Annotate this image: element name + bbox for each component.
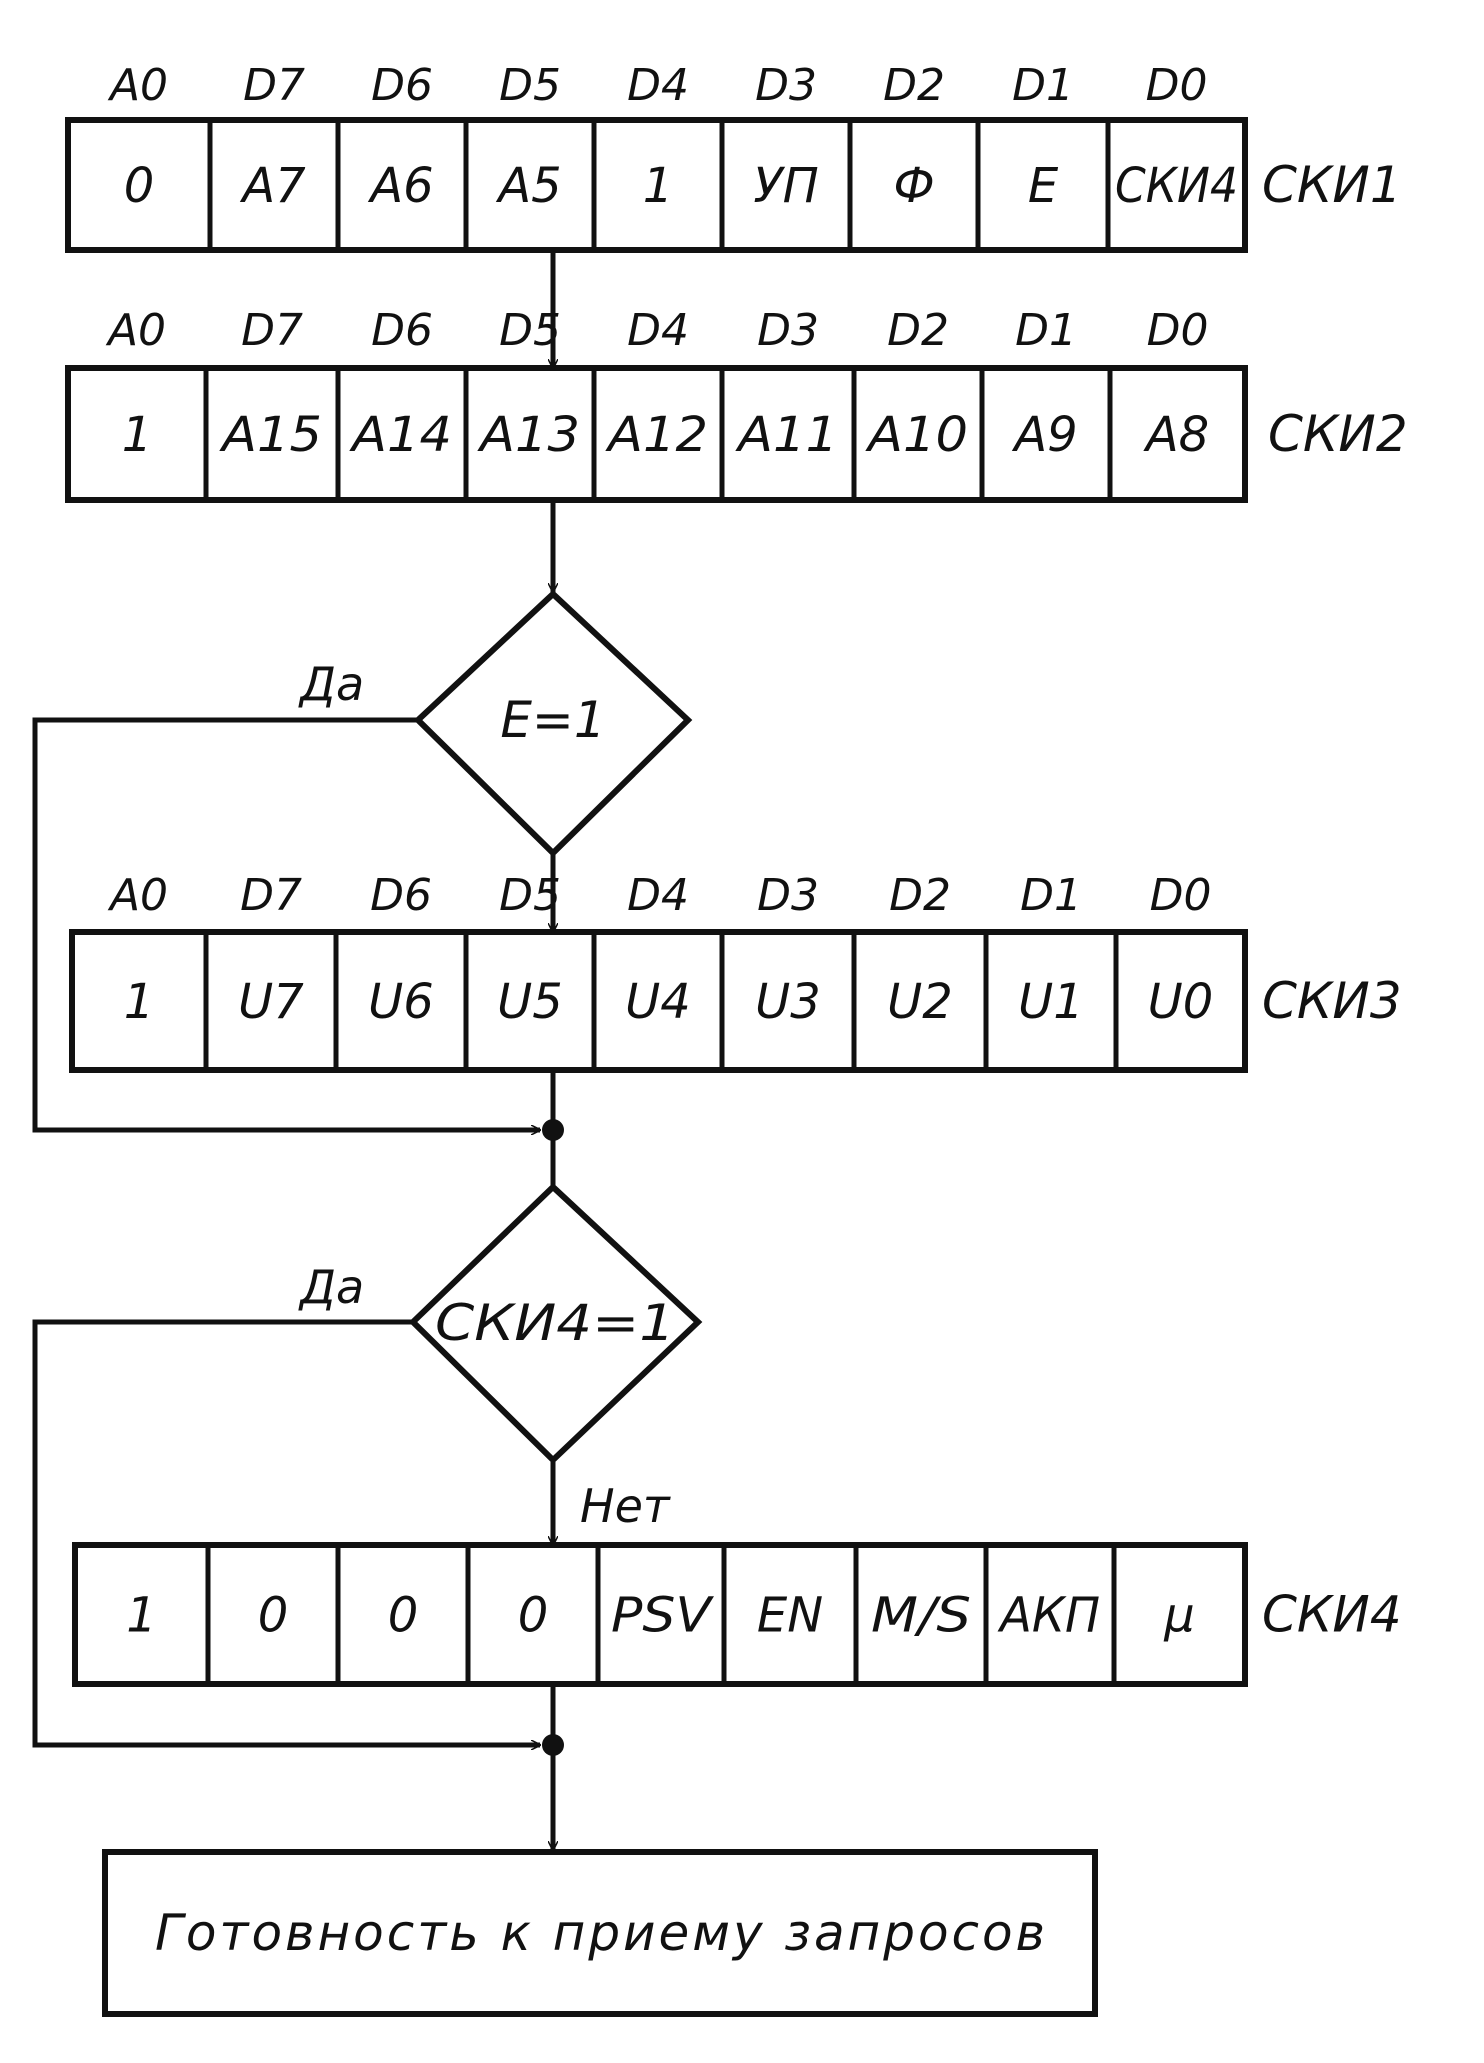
register-cell: U3 <box>755 974 821 1030</box>
register-name: СКИ4 <box>1262 1586 1402 1644</box>
register-cell: A13 <box>477 407 580 463</box>
register-cell: A6 <box>367 158 433 214</box>
register-cell: 1 <box>126 1588 157 1644</box>
final-box-frame <box>102 1849 1098 2017</box>
decision-1-condition: E=1 <box>500 691 605 749</box>
register-cell: Ф <box>893 158 934 214</box>
final-box-text: Готовность к приему запросов <box>155 1904 1045 1962</box>
register-cell: АКП <box>997 1588 1100 1644</box>
bit-header: D7 <box>243 60 305 111</box>
bit-header: D7 <box>241 305 303 356</box>
bit-header: D2 <box>887 305 949 356</box>
bit-header: A0 <box>107 60 168 111</box>
register-frame <box>69 929 1248 1073</box>
register-cell: A8 <box>1143 407 1209 463</box>
bit-header: D5 <box>499 60 561 111</box>
decision-2-diamond <box>408 1182 703 1465</box>
register-cell: PSV <box>611 1588 714 1644</box>
register-cell: U1 <box>1018 974 1084 1030</box>
decision-1: E=1 Да <box>298 589 693 858</box>
bypass-line-decision-1 <box>32 717 540 1130</box>
bit-header: D0 <box>1150 870 1212 921</box>
bit-header: D3 <box>757 305 819 356</box>
register-cell: U2 <box>887 974 953 1030</box>
register-cell: 1 <box>122 407 153 463</box>
bit-header: D6 <box>370 870 432 921</box>
bit-header: D2 <box>883 60 945 111</box>
final-box: Готовность к приему запросов <box>102 1849 1098 2017</box>
register-cell: A7 <box>239 158 306 214</box>
register-cell: A15 <box>219 407 322 463</box>
bit-header: D0 <box>1146 60 1208 111</box>
register-row-4: 1 0 0 0 PSV EN M/S АКП μ СКИ4 <box>72 1542 1402 1687</box>
decision-2: СКИ4=1 Да Нет <box>298 1182 703 1533</box>
register-frame <box>65 117 1248 253</box>
register-cell: U5 <box>497 974 563 1030</box>
bit-header: D4 <box>627 305 689 356</box>
bit-header: D1 <box>1012 60 1074 111</box>
bit-header: A0 <box>105 305 166 356</box>
bit-header: D1 <box>1015 305 1077 356</box>
bit-header: A0 <box>107 870 168 921</box>
bit-header: D4 <box>627 870 689 921</box>
register-cell: A14 <box>349 407 452 463</box>
register-cell: 0 <box>388 1588 419 1644</box>
connectors <box>32 250 564 1850</box>
bit-header: D2 <box>889 870 951 921</box>
register-frame <box>72 1542 1248 1687</box>
bit-header: D7 <box>240 870 302 921</box>
bit-header: D6 <box>371 60 433 111</box>
bit-header: D4 <box>627 60 689 111</box>
register-cell: 1 <box>124 974 155 1030</box>
decision-2-condition: СКИ4=1 <box>435 1294 675 1352</box>
register-frame <box>65 365 1248 503</box>
bypass-line-decision-2 <box>32 1319 540 1745</box>
register-cell: U7 <box>238 974 304 1030</box>
register-cell: μ <box>1163 1588 1195 1644</box>
register-cell: EN <box>757 1588 823 1644</box>
register-cell: A9 <box>1011 407 1077 463</box>
decision-1-diamond <box>413 589 693 858</box>
register-cell: A5 <box>495 158 561 214</box>
register-name: СКИ3 <box>1262 972 1402 1030</box>
register-cell: M/S <box>871 1588 971 1644</box>
bit-header: D0 <box>1147 305 1209 356</box>
register-cell: U0 <box>1148 974 1214 1030</box>
register-cell: E <box>1028 158 1059 214</box>
bit-header: D6 <box>371 305 433 356</box>
register-name: СКИ1 <box>1262 156 1402 214</box>
register-cell: A11 <box>735 407 838 463</box>
register-cell: A10 <box>865 407 968 463</box>
register-cell: УП <box>753 158 818 214</box>
decision-2-yes-label: Да <box>298 1260 364 1314</box>
bit-header: D1 <box>1020 870 1082 921</box>
register-cell: 1 <box>643 158 674 214</box>
register-cell: U6 <box>368 974 434 1030</box>
register-cell: 0 <box>258 1588 289 1644</box>
register-cell: 0 <box>518 1588 549 1644</box>
register-cell: 0 <box>124 158 155 214</box>
bit-header: D3 <box>755 60 817 111</box>
register-cell: A12 <box>605 407 708 463</box>
register-cell: U4 <box>625 974 691 1030</box>
decision-2-no-label: Нет <box>580 1479 671 1533</box>
bit-header: D3 <box>757 870 819 921</box>
decision-1-yes-label: Да <box>298 657 364 711</box>
register-name: СКИ2 <box>1268 405 1408 463</box>
register-cell: СКИ4 <box>1115 158 1238 214</box>
